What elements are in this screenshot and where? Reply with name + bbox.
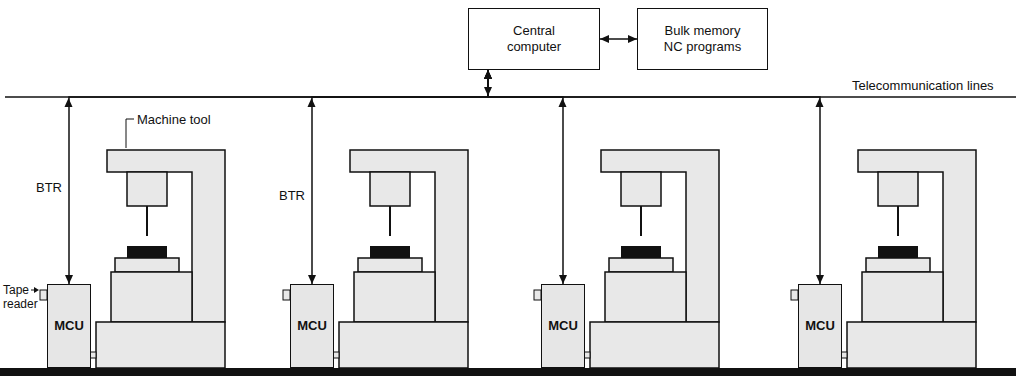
node-text: Bulk memory NC programs (655, 23, 751, 55)
machine-tool (40, 150, 225, 368)
connector (484, 70, 824, 284)
mcu-box: MCU (290, 284, 334, 368)
bus-label: Telecommunication lines (852, 78, 994, 93)
part-label: Tape reader (3, 283, 41, 311)
node-text: MCU (805, 318, 835, 334)
mcu-box: MCU (798, 284, 842, 368)
floor (0, 368, 1016, 376)
machine-tool (283, 150, 468, 368)
node-text: Central computer (494, 23, 574, 55)
computer-box: Central computer (468, 8, 600, 70)
part-label: Machine tool (137, 112, 211, 127)
connector (600, 35, 637, 43)
connector (308, 70, 492, 284)
node-text: MCU (297, 318, 327, 334)
signal-label: BTR (279, 188, 305, 203)
memory-box: Bulk memory NC programs (637, 8, 768, 70)
mcu-box: MCU (47, 284, 91, 368)
node-text: MCU (548, 318, 578, 334)
arrow-head (34, 287, 39, 293)
mcu-box: MCU (541, 284, 585, 368)
machine-tool (534, 150, 719, 368)
leader-line (126, 119, 134, 148)
connector (65, 70, 492, 284)
signal-label: BTR (36, 180, 62, 195)
node-text: MCU (54, 318, 84, 334)
connector (484, 70, 567, 284)
machine-tool (791, 150, 976, 368)
